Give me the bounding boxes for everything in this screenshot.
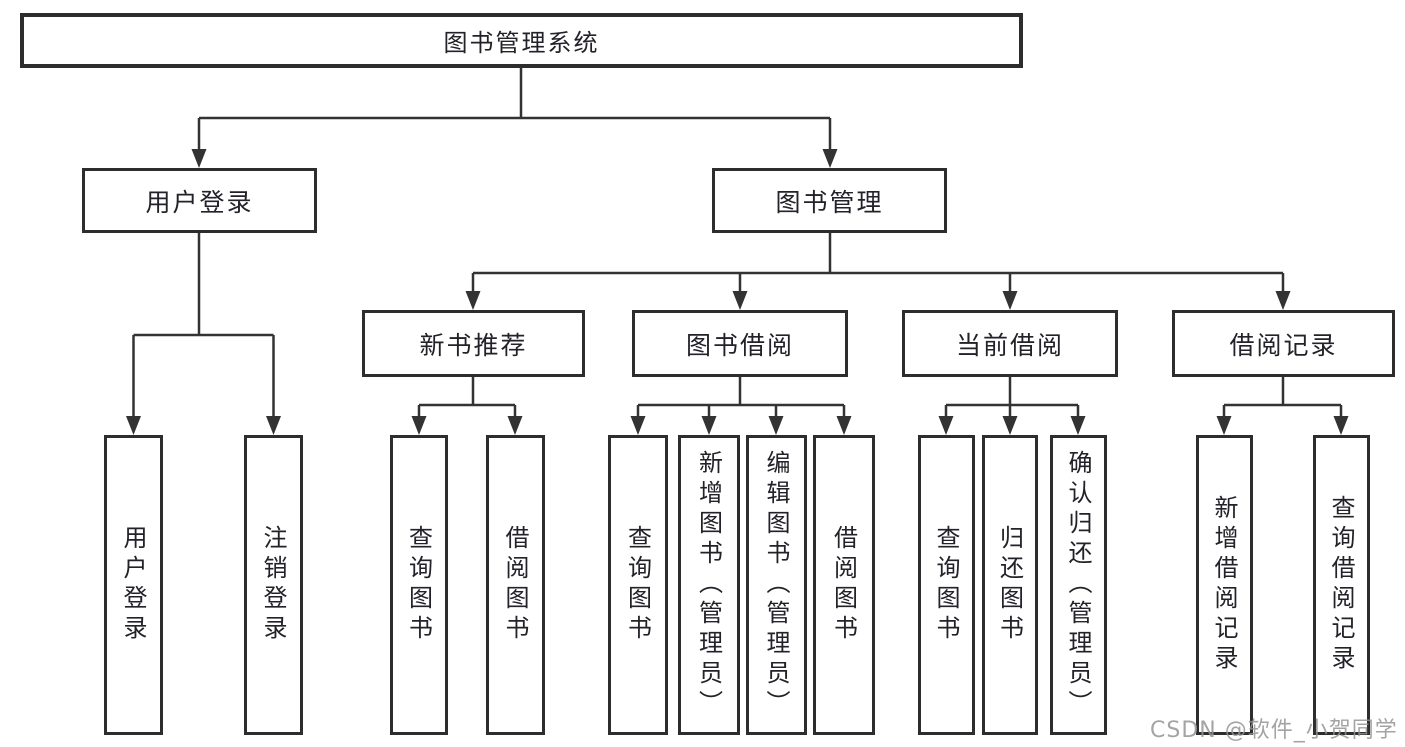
leaf-recommend-query-books: 查询图书 [390,435,448,735]
csdn-watermark: CSDN @软件_小贺同学 [1150,718,1398,743]
leaf-logout: 注销登录 [244,435,303,735]
leaf-borrow-query-books: 查询图书 [608,435,668,735]
leaf-borrow-add-books-admin: 新增图书（管理员） [678,435,740,735]
leaf-records-add-record: 新增借阅记录 [1196,435,1253,735]
leaf-records-query-record: 查询借阅记录 [1313,435,1370,735]
node-new-book-recommend: 新书推荐 [362,310,585,377]
leaf-user-login: 用户登录 [104,435,163,735]
node-current-borrow: 当前借阅 [902,310,1118,377]
leaf-current-query-books: 查询图书 [918,435,975,735]
leaf-borrow-borrow-books: 借阅图书 [813,435,875,735]
node-borrow-records: 借阅记录 [1172,310,1395,377]
leaf-current-return-books: 归还图书 [982,435,1038,735]
node-root-system: 图书管理系统 [20,13,1023,68]
node-book-management-module: 图书管理 [712,168,947,233]
leaf-recommend-borrow-books: 借阅图书 [486,435,545,735]
leaf-borrow-edit-books-admin: 编辑图书（管理员） [746,435,807,735]
node-book-borrow: 图书借阅 [632,310,848,377]
node-user-login-module: 用户登录 [82,168,317,233]
leaf-current-confirm-return-admin: 确认归还（管理员） [1050,435,1107,735]
